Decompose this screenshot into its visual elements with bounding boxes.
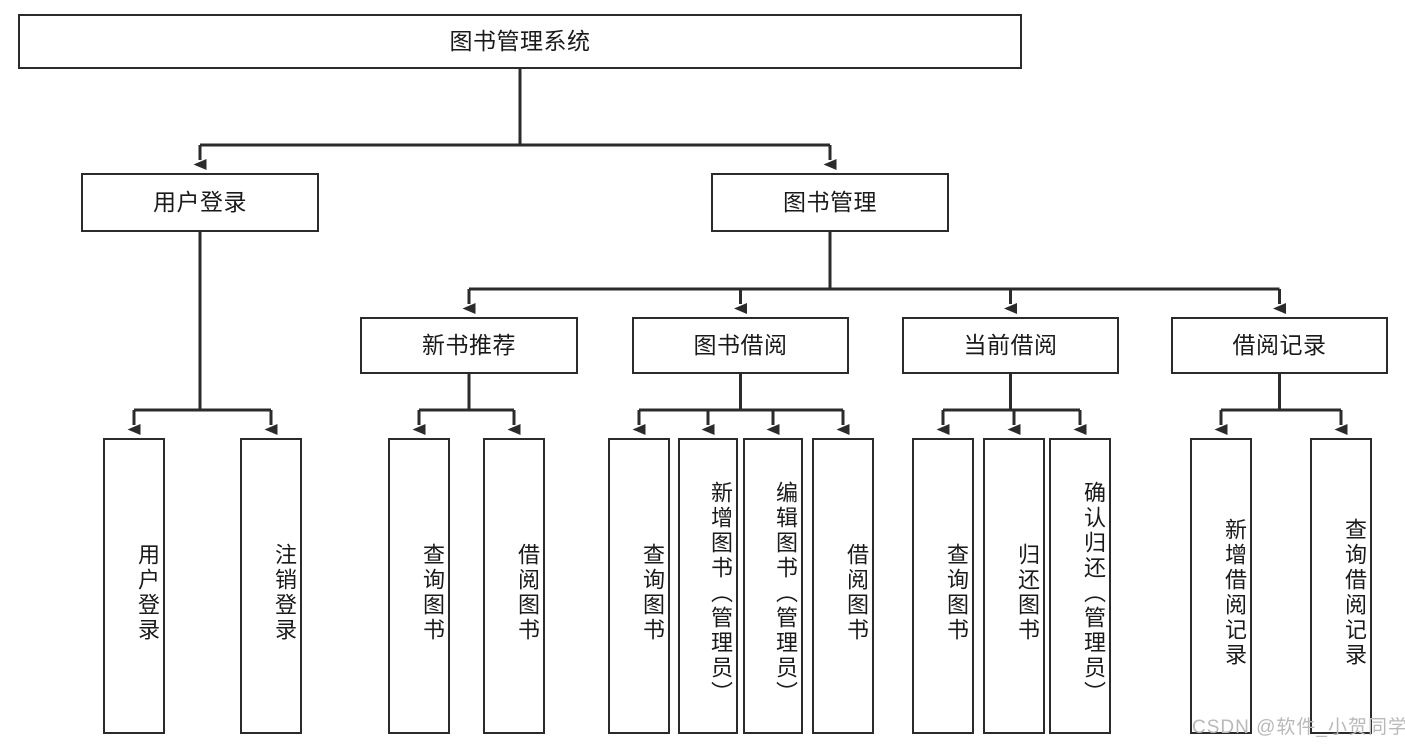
node-user-login[interactable]: 用户登录 [81, 173, 319, 232]
node-label: 借阅记录 [1232, 331, 1327, 358]
node-leaf-logout[interactable]: 注销登录 [240, 438, 302, 734]
node-borrow-record[interactable]: 借阅记录 [1171, 317, 1388, 374]
node-leaf-edit-book[interactable]: 编辑图书（管理员） [743, 438, 803, 734]
node-label: 新增借阅记录 [1222, 518, 1247, 668]
node-label: 新增图书（管理员） [708, 480, 733, 706]
node-label: 新书推荐 [422, 331, 516, 358]
node-new-book-rec[interactable]: 新书推荐 [360, 317, 578, 374]
node-label: 用户登录 [135, 543, 160, 643]
node-leaf-user-login[interactable]: 用户登录 [103, 438, 165, 734]
node-root[interactable]: 图书管理系统 [18, 14, 1022, 69]
node-label: 借阅图书 [515, 543, 540, 643]
node-label: 编辑图书（管理员） [773, 480, 798, 706]
node-book-borrow[interactable]: 图书借阅 [632, 317, 849, 374]
node-label: 归还图书 [1015, 543, 1040, 643]
node-current-borrow[interactable]: 当前借阅 [902, 317, 1119, 374]
node-book-manage[interactable]: 图书管理 [711, 173, 949, 232]
node-label: 借阅图书 [844, 543, 869, 643]
node-label: 查询借阅记录 [1342, 518, 1367, 668]
node-label: 确认归还（管理员） [1081, 480, 1106, 706]
node-leaf-borrow-book-1[interactable]: 借阅图书 [483, 438, 545, 734]
node-label: 用户登录 [153, 188, 247, 215]
node-label: 图书借阅 [693, 331, 788, 358]
csdn-watermark: CSDN @软件_小贺同学 [1192, 717, 1405, 738]
node-label: 查询图书 [640, 543, 665, 643]
node-leaf-query-book-2[interactable]: 查询图书 [608, 438, 670, 734]
node-leaf-query-book-1[interactable]: 查询图书 [388, 438, 450, 734]
node-leaf-add-record[interactable]: 新增借阅记录 [1190, 438, 1252, 734]
node-label: 图书管理系统 [449, 27, 591, 54]
node-label: 注销登录 [272, 543, 297, 643]
node-leaf-query-book-3[interactable]: 查询图书 [912, 438, 974, 734]
node-leaf-return-book[interactable]: 归还图书 [983, 438, 1045, 734]
node-label: 图书管理 [783, 188, 877, 215]
node-label: 当前借阅 [963, 331, 1058, 358]
node-leaf-borrow-book-2[interactable]: 借阅图书 [812, 438, 874, 734]
node-label: 查询图书 [420, 543, 445, 643]
node-leaf-confirm-return[interactable]: 确认归还（管理员） [1049, 438, 1111, 734]
node-leaf-query-record[interactable]: 查询借阅记录 [1310, 438, 1372, 734]
node-leaf-add-book[interactable]: 新增图书（管理员） [678, 438, 738, 734]
node-label: 查询图书 [944, 543, 969, 643]
